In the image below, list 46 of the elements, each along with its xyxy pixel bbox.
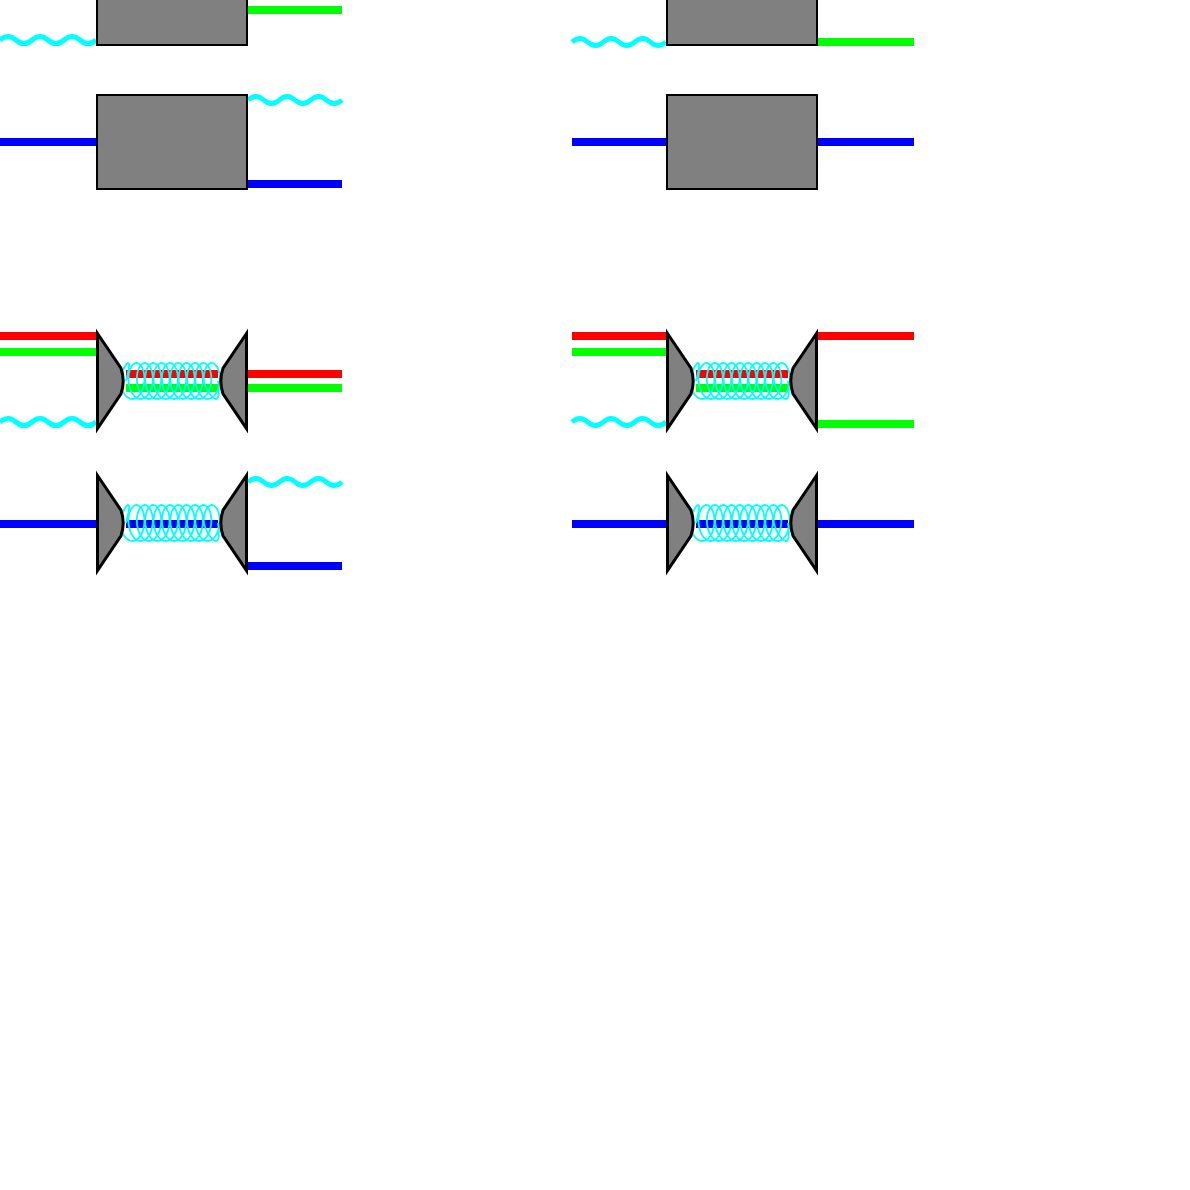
line — [248, 384, 342, 392]
wavy-line — [570, 416, 668, 428]
line — [818, 420, 914, 428]
line — [126, 384, 218, 392]
line — [248, 370, 342, 378]
rectangle-block — [666, 0, 818, 46]
line — [126, 520, 218, 528]
line — [818, 520, 914, 528]
spring-coil — [119, 504, 221, 542]
line — [572, 348, 666, 356]
line — [0, 332, 96, 340]
trapezoid-block — [666, 332, 696, 430]
line — [126, 370, 218, 378]
line — [248, 180, 342, 188]
line — [0, 138, 96, 146]
wavy-line — [570, 36, 668, 48]
wavy-line — [0, 416, 98, 428]
line — [0, 348, 96, 356]
line — [0, 520, 96, 528]
trapezoid-block — [666, 474, 696, 572]
rectangle-block — [96, 94, 248, 190]
line — [696, 370, 788, 378]
rectangle-block — [96, 0, 248, 46]
trapezoid-block — [788, 332, 818, 430]
line — [818, 38, 914, 46]
line — [696, 384, 788, 392]
line — [248, 6, 342, 14]
line — [818, 138, 914, 146]
spring-coil — [119, 362, 221, 400]
line — [572, 138, 666, 146]
spring-coil — [689, 362, 791, 400]
spring-coil — [689, 504, 791, 542]
trapezoid-block — [218, 332, 248, 430]
wavy-line — [246, 476, 344, 488]
line — [248, 562, 342, 570]
line — [696, 520, 788, 528]
trapezoid-block — [96, 332, 126, 430]
line — [572, 520, 666, 528]
wavy-line — [0, 34, 98, 46]
trapezoid-block — [788, 474, 818, 572]
trapezoid-block — [96, 474, 126, 572]
wavy-line — [246, 94, 344, 106]
line — [572, 332, 666, 340]
trapezoid-block — [218, 474, 248, 572]
rectangle-block — [666, 94, 818, 190]
line — [818, 332, 914, 340]
